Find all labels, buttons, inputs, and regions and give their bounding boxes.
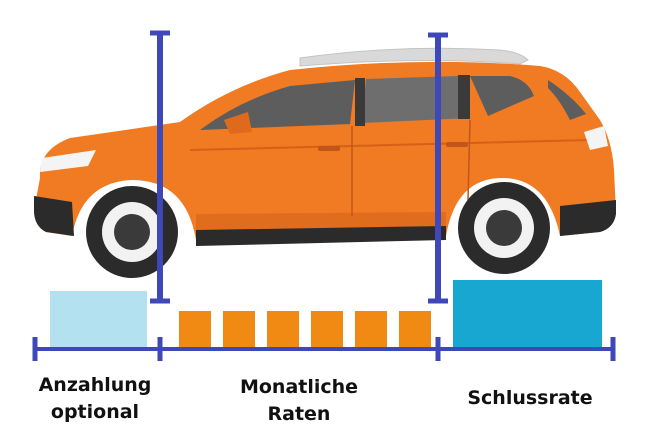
final-payment-label: Schlussrate — [455, 385, 605, 412]
monthly-payment-block — [223, 311, 255, 347]
door-handle-rear — [446, 142, 468, 147]
final-payment-block — [453, 280, 602, 347]
timeline — [32, 337, 616, 361]
monthly-payments-label-line1: Monatliche — [239, 376, 359, 398]
door-handle-front — [318, 146, 340, 151]
divider-right — [428, 32, 448, 304]
down-payment-label-line2: optional — [50, 401, 140, 423]
b-pillar — [355, 78, 365, 126]
monthly-payment-block — [355, 311, 387, 347]
taillight — [584, 126, 608, 150]
monthly-payment-blocks — [179, 311, 431, 347]
roof-rail — [299, 47, 529, 67]
monthly-payment-block — [399, 311, 431, 347]
c-pillar — [458, 75, 470, 119]
monthly-payment-block — [267, 311, 299, 347]
rear-wheel — [458, 182, 550, 274]
car-window-middle — [362, 76, 470, 123]
monthly-payment-block — [179, 311, 211, 347]
door-line-rear — [467, 119, 471, 201]
suv-car-illustration — [34, 47, 616, 278]
rear-bumper — [560, 200, 616, 236]
front-wheel — [86, 186, 178, 278]
monthly-payments-label: Monatliche Raten — [224, 374, 374, 428]
headlight — [40, 150, 96, 172]
side-skirt — [196, 226, 446, 246]
monthly-payments-label-line2: Raten — [267, 403, 331, 425]
car-window-rear — [470, 76, 534, 116]
down-payment-block — [50, 291, 147, 347]
divider-left — [150, 30, 170, 304]
final-payment-label-text: Schlussrate — [467, 387, 593, 409]
side-mirror — [224, 112, 252, 134]
down-payment-label: Anzahlung optional — [30, 372, 160, 426]
down-payment-label-line1: Anzahlung — [38, 374, 152, 396]
front-bumper — [34, 196, 74, 236]
side-crease — [189, 139, 591, 151]
monthly-payment-block — [311, 311, 343, 347]
car-window-back — [548, 80, 586, 120]
